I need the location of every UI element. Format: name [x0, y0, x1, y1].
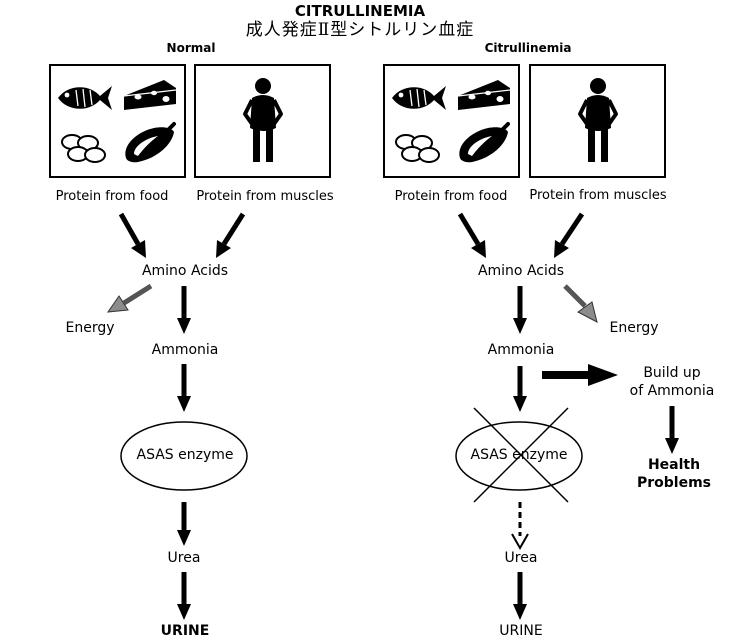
health-problems-line2: Problems — [636, 475, 712, 491]
normal-amino-acids: Amino Acids — [141, 263, 229, 279]
citrullinemia-muscle-label: Protein from muscles — [529, 188, 667, 203]
normal-urea: Urea — [167, 550, 201, 566]
citrullinemia-enzyme-label: ASAS enzyme — [470, 447, 568, 463]
diagram-subtitle: 成人発症Ⅱ型シトルリン血症 — [245, 20, 475, 40]
citrullinemia-heading: Citrullinemia — [484, 41, 572, 55]
health-problems-line1: Health — [647, 457, 701, 473]
normal-enzyme-ellipse — [120, 421, 248, 491]
citrullinemia-energy: Energy — [609, 320, 659, 336]
normal-heading: Normal — [166, 41, 216, 55]
normal-urine: URINE — [160, 623, 210, 639]
fish-icon — [57, 85, 113, 111]
citrullinemia-ammonia: Ammonia — [487, 342, 555, 358]
eggs-icon — [395, 134, 440, 163]
cheese-icon — [457, 79, 511, 111]
citrullinemia-urine: URINE — [499, 623, 543, 639]
person-icon — [243, 76, 283, 164]
fish-icon — [391, 85, 447, 111]
buildup-label-line2: of Ammonia — [629, 383, 715, 399]
citrullinemia-arrows — [457, 212, 679, 620]
person-icon — [578, 76, 618, 164]
normal-food-label: Protein from food — [55, 189, 169, 204]
meat-icon — [123, 122, 176, 165]
eggs-icon — [61, 134, 106, 163]
citrullinemia-amino-acids: Amino Acids — [477, 263, 565, 279]
citrullinemia-food-label: Protein from food — [394, 189, 508, 204]
meat-icon — [457, 122, 510, 165]
normal-arrows — [106, 212, 246, 620]
normal-energy: Energy — [65, 320, 115, 336]
normal-muscle-label: Protein from muscles — [196, 189, 334, 204]
normal-ammonia: Ammonia — [151, 342, 219, 358]
citrullinemia-urea: Urea — [504, 550, 538, 566]
buildup-label-line1: Build up — [643, 365, 701, 381]
diagram-title: CITRULLINEMIA — [294, 2, 426, 20]
cheese-icon — [123, 79, 177, 111]
normal-enzyme-label: ASAS enzyme — [136, 447, 234, 463]
